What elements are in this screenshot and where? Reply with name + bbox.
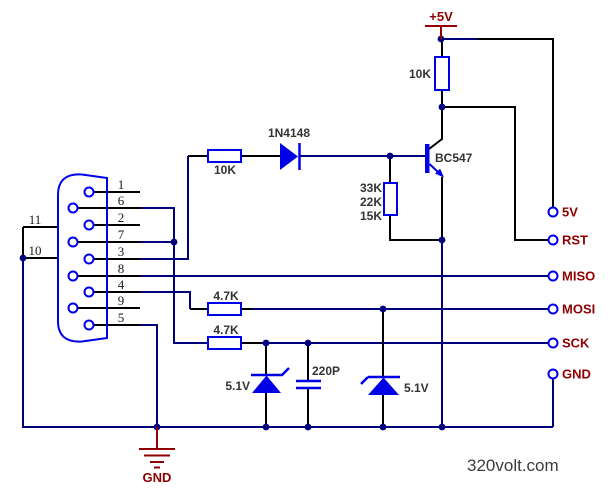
terminal-label: RST	[562, 233, 588, 248]
terminal-pin	[547, 270, 559, 282]
terminal-label: MOSI	[562, 302, 595, 317]
terminal-mosi: MOSI	[547, 302, 595, 317]
db9-pin-hole	[83, 286, 95, 298]
resistor-value: 10K	[409, 67, 431, 81]
ground-symbol: GND	[139, 427, 175, 485]
terminal-pin	[547, 337, 559, 349]
wires-black	[22, 38, 554, 427]
resistor-value: 15K	[360, 209, 382, 223]
db9-pin-number: 6	[118, 193, 125, 208]
resistor-10k-series: 10K	[207, 149, 242, 177]
resistor-value: 22K	[360, 195, 382, 209]
terminal-pin	[547, 303, 559, 315]
capacitor-220p: 220P	[296, 364, 340, 390]
terminal-miso: MISO	[547, 269, 595, 284]
zener-value: 5.1V	[225, 379, 250, 393]
terminal-label: GND	[562, 367, 591, 382]
terminal-pin	[547, 206, 559, 218]
db9-pin-hole	[67, 202, 79, 214]
vcc-symbol: +5V	[425, 9, 457, 39]
db9-side-number: 11	[29, 212, 42, 227]
ground-label: GND	[143, 470, 172, 485]
db9-pin-hole	[83, 219, 95, 231]
db9-pin-number: 9	[118, 293, 125, 308]
zener-5v1-mosi: 5.1V	[360, 375, 429, 395]
resistor-4k7-sck: 4.7K	[207, 323, 242, 350]
resistor-10k-pullup: 10K	[409, 56, 450, 91]
resistor-33k-base: 33K 22K 15K	[360, 181, 398, 223]
terminal-label: MISO	[562, 269, 595, 284]
transistor-part-label: BC547	[435, 151, 473, 165]
zener-value: 5.1V	[404, 381, 429, 395]
terminal-label: 5V	[562, 205, 578, 220]
db9-pin-number: 8	[118, 261, 125, 276]
db9-pin-number: 2	[118, 210, 125, 225]
db9-pin-hole	[67, 270, 79, 282]
db9-pin-number: 7	[118, 227, 125, 242]
terminal-5v: 5V	[547, 205, 578, 220]
resistor-4k7-mosi: 4.7K	[207, 289, 242, 316]
terminal-rst: RST	[547, 233, 588, 248]
resistor-value: 10K	[214, 163, 236, 177]
terminal-label: SCK	[562, 336, 590, 351]
vcc-label: +5V	[429, 9, 453, 24]
junction-dots	[19, 35, 446, 431]
resistor-value: 33K	[360, 181, 382, 195]
terminal-sck: SCK	[547, 336, 590, 351]
terminal-pin	[547, 234, 559, 246]
db9-pin-number: 5	[118, 310, 125, 325]
db9-shell	[57, 173, 108, 343]
diode-1n4148: 1N4148	[268, 126, 310, 170]
db9-pin-hole	[83, 319, 95, 331]
db9-pin-number: 4	[118, 277, 125, 292]
db9-pin-hole	[83, 186, 95, 198]
db9-pin-number: 3	[118, 244, 125, 259]
db9-pin-hole	[83, 253, 95, 265]
terminal-gnd: GND	[547, 367, 591, 382]
diode-part-label: 1N4148	[268, 126, 310, 140]
capacitor-value: 220P	[312, 364, 340, 378]
db9-connector: 1 6 2 7 3 8 4 9 5 11 10	[29, 173, 125, 343]
zener-5v1-sck: 5.1V	[225, 367, 290, 393]
wires-navy	[22, 38, 554, 428]
db9-pin-hole	[67, 236, 79, 248]
db9-pin-hole	[67, 302, 79, 314]
terminal-pin	[547, 368, 559, 380]
watermark-text: 320volt.com	[467, 456, 559, 475]
resistor-value: 4.7K	[213, 289, 239, 303]
db9-side-number: 10	[29, 243, 42, 258]
resistor-value: 4.7K	[213, 323, 239, 337]
db9-pin-number: 1	[118, 177, 125, 192]
transistor-bc547: BC547	[425, 144, 473, 178]
